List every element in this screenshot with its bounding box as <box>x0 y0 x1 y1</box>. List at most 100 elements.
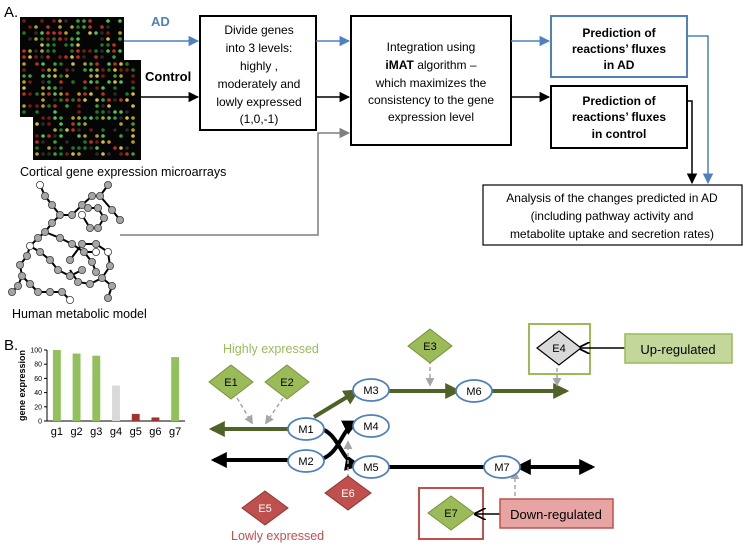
enzyme-e5-label: E5 <box>258 503 271 515</box>
divide-line-6: (1,0,-1) <box>240 112 279 126</box>
network-node <box>104 293 113 302</box>
analysis-line-2: (including pathway activity and <box>531 209 694 223</box>
up-regulated-highlight <box>528 323 591 375</box>
network-node <box>48 218 57 227</box>
network-node <box>92 267 101 276</box>
network-node <box>48 200 57 209</box>
imat-name: iMAT <box>385 58 414 72</box>
enzyme-e6 <box>324 475 372 511</box>
network-node <box>98 273 107 282</box>
y-tick-label: 20 <box>34 404 42 411</box>
network-node <box>34 233 43 242</box>
network-node <box>22 251 31 260</box>
enzyme-e1 <box>208 364 254 400</box>
network-node <box>46 255 55 264</box>
x-tick-label-g4: g4 <box>110 426 122 438</box>
active-pathway <box>208 383 570 437</box>
control-label: Control <box>145 69 191 84</box>
prediction-ad-line-1: Prediction of <box>582 26 656 40</box>
microarray-image <box>20 17 141 160</box>
network-node <box>56 233 65 242</box>
down-regulated-label: Down-regulated <box>510 507 602 522</box>
x-tick-label-g2: g2 <box>70 426 82 438</box>
prediction-ad-box <box>550 15 688 78</box>
network-node <box>80 247 89 256</box>
divide-line-2: into 3 levels: <box>226 41 293 55</box>
network-node <box>46 287 55 296</box>
network-node <box>36 180 45 189</box>
divide-line-5: lowly expressed <box>216 95 301 109</box>
enzyme-e3-label: E3 <box>423 341 436 353</box>
bar-g7 <box>171 357 180 421</box>
network-node <box>68 239 77 248</box>
network-node <box>17 271 26 280</box>
y-axis-label: gene expression <box>17 350 27 421</box>
metabolite-m4 <box>352 414 390 438</box>
network-node <box>86 279 95 288</box>
highly-expressed-label: Highly expressed <box>223 342 319 356</box>
model-caption: Human metabolic model <box>12 307 147 321</box>
panel-a-label: A. <box>4 4 18 21</box>
enzyme-e2-label: E2 <box>280 377 293 389</box>
enzyme-e6-label: E6 <box>341 488 354 500</box>
enzyme-e5 <box>241 490 289 526</box>
metabolite-m6 <box>455 379 493 403</box>
network-node <box>92 247 101 256</box>
bar-g6 <box>151 417 160 421</box>
network-node <box>94 203 103 212</box>
y-tick-label: 100 <box>30 348 42 355</box>
metabolite-m2 <box>287 449 325 473</box>
network-node <box>84 203 93 212</box>
enzyme-e7-label: E7 <box>444 508 457 520</box>
network-node <box>58 287 67 296</box>
network-node <box>25 241 34 250</box>
prediction-ad-line-3: in AD <box>604 58 635 72</box>
metabolite-m7-label: M7 <box>494 462 509 474</box>
enzyme-e4-label: E4 <box>552 343 565 355</box>
bar-g3 <box>92 355 101 421</box>
network-node <box>34 287 43 296</box>
ad-arrow-4 <box>687 35 714 185</box>
metabolite-m3 <box>352 378 390 402</box>
imat-line-2: iMAT algorithm – <box>385 58 476 72</box>
x-tick-label-g7: g7 <box>169 426 181 438</box>
enzyme-links <box>236 360 562 496</box>
network-node <box>66 295 75 304</box>
metabolic-network-nodes <box>7 180 125 304</box>
network-node <box>86 223 95 232</box>
network-node <box>78 210 87 219</box>
divide-line-1: Divide genes <box>224 23 293 37</box>
metabolite-m5-label: M5 <box>363 462 378 474</box>
network-node <box>108 281 117 290</box>
metabolite-m7 <box>483 455 521 479</box>
network-node <box>25 279 34 288</box>
down-regulated-box <box>499 498 614 529</box>
network-node <box>74 277 83 286</box>
y-tick-label: 60 <box>34 376 42 383</box>
control-arrow-4 <box>686 100 698 185</box>
x-tick-label-g3: g3 <box>90 426 102 438</box>
enzyme-e2 <box>264 364 310 400</box>
network-node <box>78 265 87 274</box>
metabolite-m5 <box>352 455 390 479</box>
network-node <box>36 247 45 256</box>
network-node <box>108 205 117 214</box>
enzyme-e3 <box>407 328 453 364</box>
model-arrow <box>120 127 351 236</box>
network-node <box>116 215 125 224</box>
network-node <box>106 261 115 270</box>
microarray-caption: Cortical gene expression microarrays <box>20 165 226 179</box>
x-tick-label-g5: g5 <box>130 426 142 438</box>
metabolite-m4-label: M4 <box>363 421 378 433</box>
metabolite-m3-label: M3 <box>363 385 378 397</box>
y-tick-label: 40 <box>34 390 42 397</box>
prediction-control-line-2: reactions’ fluxes <box>572 110 666 124</box>
network-node <box>54 265 63 274</box>
network-node <box>96 191 105 200</box>
network-node <box>104 180 113 189</box>
bar-g2 <box>72 353 81 421</box>
imat-line-1: Integration using <box>387 40 476 54</box>
divide-line-4: moderately and <box>218 77 301 91</box>
up-regulated-label: Up-regulated <box>640 342 715 357</box>
